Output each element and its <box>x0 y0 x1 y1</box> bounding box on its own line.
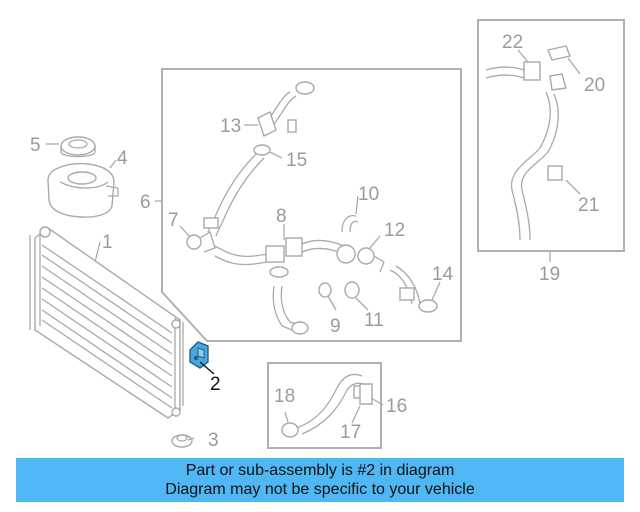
callout-17: 17 <box>340 422 361 443</box>
mount-bushing <box>171 434 193 448</box>
callout-22: 22 <box>502 32 523 53</box>
hose-group-19 <box>485 45 571 241</box>
expansion-tank-cap <box>60 136 96 158</box>
parts-diagram: 1 2 3 4 5 6 7 8 9 10 11 12 13 14 15 16 1… <box>29 19 625 451</box>
callout-1: 1 <box>102 232 113 253</box>
expansion-tank <box>47 162 119 218</box>
callout-9: 9 <box>330 316 341 337</box>
banner-line-2: Diagram may not be specific to your vehi… <box>165 481 475 498</box>
callout-10: 10 <box>358 184 379 205</box>
group-box-19 <box>477 19 625 252</box>
callout-2: 2 <box>210 374 221 395</box>
callout-21: 21 <box>578 195 599 216</box>
callout-4: 4 <box>117 148 128 169</box>
callout-6: 6 <box>140 192 151 213</box>
callout-14: 14 <box>432 264 454 285</box>
callout-15: 15 <box>286 150 307 171</box>
callout-8: 8 <box>276 206 287 227</box>
callout-11: 11 <box>364 310 384 331</box>
callout-7: 7 <box>168 210 179 231</box>
group-box-16 <box>267 362 382 449</box>
leader-lines <box>46 49 581 441</box>
radiator <box>29 226 184 419</box>
hose-group-6 <box>186 81 438 335</box>
callout-3: 3 <box>208 430 219 451</box>
bracket-part-2 <box>189 341 209 369</box>
callout-18: 18 <box>274 386 295 407</box>
callout-20: 20 <box>584 75 605 96</box>
callout-12: 12 <box>384 220 405 241</box>
group-box-6 <box>161 68 462 342</box>
callout-13: 13 <box>220 116 241 137</box>
callout-19: 19 <box>539 264 560 285</box>
hose-group-16 <box>281 373 373 438</box>
callout-16: 16 <box>386 396 407 417</box>
callout-5: 5 <box>30 135 41 156</box>
info-banner: Part or sub-assembly is #2 in diagram Di… <box>16 458 624 502</box>
banner-line-1: Part or sub-assembly is #2 in diagram <box>185 462 455 479</box>
